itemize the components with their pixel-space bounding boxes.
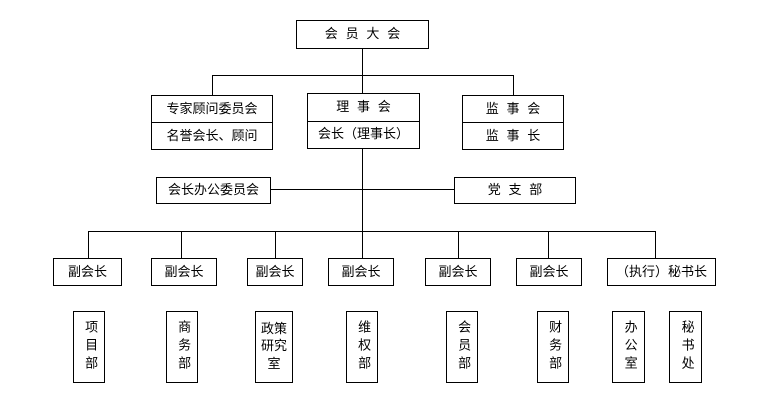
- general-assembly-label: 会员大会: [324, 27, 408, 42]
- vice-president-label: 副会长: [255, 264, 295, 280]
- department-label-finance: 财务部: [546, 320, 562, 374]
- connector-line: [548, 231, 549, 258]
- department-label-projects: 项目部: [82, 320, 98, 374]
- department-box-office: 办公室: [612, 311, 645, 383]
- vice-president-box: 副会长: [151, 258, 217, 286]
- department-label-policy-research-line3: 室: [267, 356, 281, 372]
- connector-line: [271, 189, 454, 190]
- connector-line: [181, 231, 182, 258]
- supervisors-label: 监事会: [485, 101, 549, 117]
- president-office-committee-box: 会长办公委员会: [156, 177, 271, 204]
- executive-secretary-general-label: （执行）秘书长: [615, 264, 707, 280]
- connector-line: [458, 231, 459, 258]
- honorary-president-advisor-label: 名誉会长、顾问: [152, 122, 272, 149]
- connector-line: [655, 231, 656, 258]
- connector-line: [513, 75, 514, 95]
- department-label-membership: 会员部: [455, 320, 471, 374]
- vice-president-label: 副会长: [67, 264, 107, 280]
- supervisors-box: 监事会 监事长: [462, 95, 564, 150]
- connector-line: [362, 48, 363, 75]
- vice-president-label: 副会长: [164, 264, 204, 280]
- department-label-business: 商务部: [175, 320, 191, 374]
- department-box-secretariat: 秘书处: [669, 311, 702, 383]
- department-label-policy-research-line2: 研究: [260, 339, 287, 355]
- vice-president-label: 副会长: [341, 264, 381, 280]
- department-label-secretariat: 秘书处: [678, 320, 694, 374]
- council-box: 理事会 会长（理事长）: [307, 93, 420, 149]
- department-label-rights-protection: 维权部: [355, 320, 371, 374]
- department-box-rights-protection: 维权部: [346, 311, 378, 383]
- connector-line: [275, 231, 276, 258]
- department-box-finance: 财务部: [537, 311, 569, 383]
- vice-president-box: 副会长: [247, 258, 303, 286]
- vice-president-label: 副会长: [438, 264, 478, 280]
- council-label: 理事会: [336, 99, 399, 115]
- vice-president-label: 副会长: [529, 264, 569, 280]
- department-box-membership: 会员部: [446, 311, 478, 383]
- connector-line: [88, 231, 89, 258]
- vice-president-box: 副会长: [328, 258, 394, 286]
- party-branch-box: 党支部: [454, 177, 576, 204]
- connector-line: [212, 75, 213, 95]
- vice-president-box: 副会长: [53, 258, 122, 286]
- president-label: 会长（理事长）: [308, 120, 419, 149]
- connector-line: [362, 231, 363, 258]
- vice-president-box: 副会长: [425, 258, 491, 286]
- department-label-office: 办公室: [621, 320, 637, 374]
- connector-line: [88, 231, 655, 232]
- party-branch-label: 党支部: [487, 183, 551, 198]
- vice-president-box: 副会长: [516, 258, 582, 286]
- expert-advisory-committee-label: 专家顾问委员会: [166, 101, 258, 117]
- department-box-policy-research: 政策 研究 室: [255, 311, 293, 383]
- department-box-business: 商务部: [166, 311, 198, 383]
- department-box-projects: 项目部: [73, 311, 105, 383]
- expert-advisory-committee-box: 专家顾问委员会 名誉会长、顾问: [151, 95, 273, 150]
- president-office-committee-label: 会长办公委员会: [167, 183, 259, 198]
- general-assembly-box: 会员大会: [296, 20, 429, 49]
- department-label-policy-research-line1: 政策: [260, 321, 287, 337]
- connector-line: [362, 75, 363, 95]
- chief-supervisor-label: 监事长: [485, 128, 549, 144]
- executive-secretary-general-box: （执行）秘书长: [607, 258, 716, 286]
